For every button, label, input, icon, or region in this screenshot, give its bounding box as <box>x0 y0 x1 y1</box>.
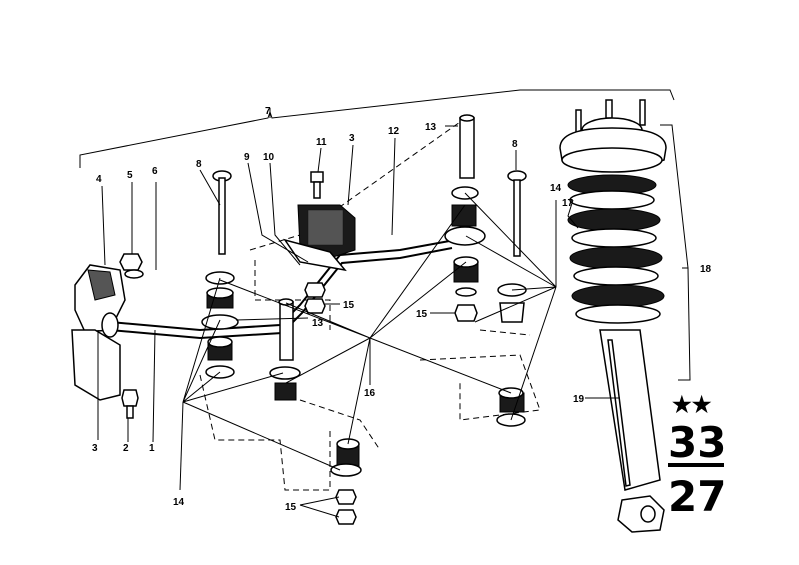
label-16: 16 <box>364 388 376 399</box>
label-11: 11 <box>316 137 327 148</box>
bushings-left-stack <box>201 271 239 379</box>
label-10: 10 <box>263 152 275 163</box>
catalog-badge: ★★ 33 27 <box>668 392 726 521</box>
label-12: 12 <box>388 126 400 137</box>
label-4: 4 <box>96 174 102 185</box>
nuts-15-center <box>304 282 326 314</box>
stabilizer-bar <box>109 239 456 340</box>
label-14-right: 14 <box>550 183 562 194</box>
bolt-2 <box>121 389 139 419</box>
label-3-lower: 3 <box>92 443 98 454</box>
group-18-bracket <box>660 124 691 381</box>
leader-lines <box>97 108 620 518</box>
label-15-lower: 15 <box>285 502 297 513</box>
label-13-lower: 13 <box>312 318 324 329</box>
badge-bottom-number: 27 <box>668 472 726 521</box>
badge-divider <box>668 463 724 467</box>
label-19: 19 <box>573 394 585 405</box>
spacer-tube-13-lower <box>278 298 294 361</box>
long-bolt-right <box>507 170 527 257</box>
bolt-11 <box>310 171 324 199</box>
spacer-tube-13 <box>459 114 475 179</box>
label-9: 9 <box>244 152 250 163</box>
label-17: 17 <box>562 198 574 209</box>
rubber-mount-center <box>283 204 356 272</box>
label-3-upper: 3 <box>349 133 355 144</box>
label-5: 5 <box>127 170 133 181</box>
label-1: 1 <box>149 443 155 454</box>
washer-6 <box>124 269 144 279</box>
spring-strut-assembly <box>559 99 667 533</box>
label-2: 2 <box>123 443 129 454</box>
label-15-center: 15 <box>343 300 355 311</box>
label-6: 6 <box>152 166 158 177</box>
label-14-lower: 14 <box>173 497 185 508</box>
label-7: 7 <box>265 106 271 117</box>
label-8-right: 8 <box>512 139 518 150</box>
subframe-phantom-outline <box>199 114 541 491</box>
label-13-upper: 13 <box>425 122 437 133</box>
nut-5 <box>119 253 143 271</box>
label-15-right: 15 <box>416 309 428 320</box>
label-18: 18 <box>700 264 712 275</box>
label-8-left: 8 <box>196 159 202 170</box>
badge-top-number: 33 <box>668 418 726 467</box>
bushings-right-stack <box>444 186 486 322</box>
coil-spring <box>567 174 665 324</box>
mount-bracket-left <box>71 264 126 401</box>
group-7-bracket <box>79 89 675 168</box>
badge-stars: ★★ <box>672 392 712 417</box>
long-bolt-left <box>212 170 232 255</box>
bushings-lower-center <box>269 366 362 525</box>
